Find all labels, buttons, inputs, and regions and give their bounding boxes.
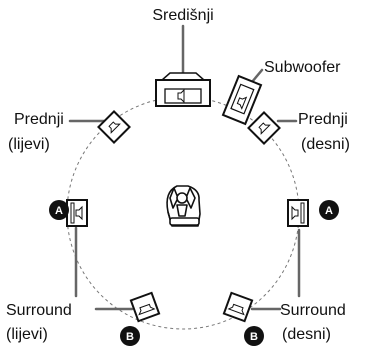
subwoofer-label: Subwoofer (264, 59, 341, 76)
svg-text:A: A (55, 205, 63, 217)
badge-b-right: B (244, 326, 264, 346)
subwoofer-speaker (221, 74, 263, 126)
surround-right-label-line1: Surround (280, 302, 346, 319)
svg-text:A: A (325, 205, 333, 217)
badge-b-left: B (120, 326, 140, 346)
badge-a-right: A (319, 200, 339, 220)
front-left-label-line1: Prednji (14, 111, 64, 128)
front-left-speaker (97, 110, 131, 144)
surround-right-speaker-a (287, 199, 309, 227)
surround-left-label-line2: (lijevi) (6, 326, 48, 343)
front-right-label-line2: (desni) (301, 136, 350, 153)
svg-text:B: B (126, 331, 134, 343)
front-right-speaker (247, 111, 281, 145)
center-label: Središnji (152, 7, 213, 24)
surround-left-label-line1: Surround (6, 302, 72, 319)
listener-chair-icon (166, 185, 201, 227)
connector-lines (68, 24, 301, 311)
front-right-label-line1: Prednji (298, 111, 348, 128)
surround-right-speaker-b (222, 291, 254, 323)
center-speaker (155, 72, 211, 107)
svg-text:B: B (250, 331, 258, 343)
surround-left-speaker-b (129, 291, 161, 323)
front-left-label-line2: (lijevi) (8, 136, 50, 153)
subwoofer-connector (250, 68, 264, 84)
badge-a-left: A (49, 200, 69, 220)
surround-right-label-line2: (desni) (282, 326, 331, 343)
surround-left-speaker-a (66, 199, 88, 227)
